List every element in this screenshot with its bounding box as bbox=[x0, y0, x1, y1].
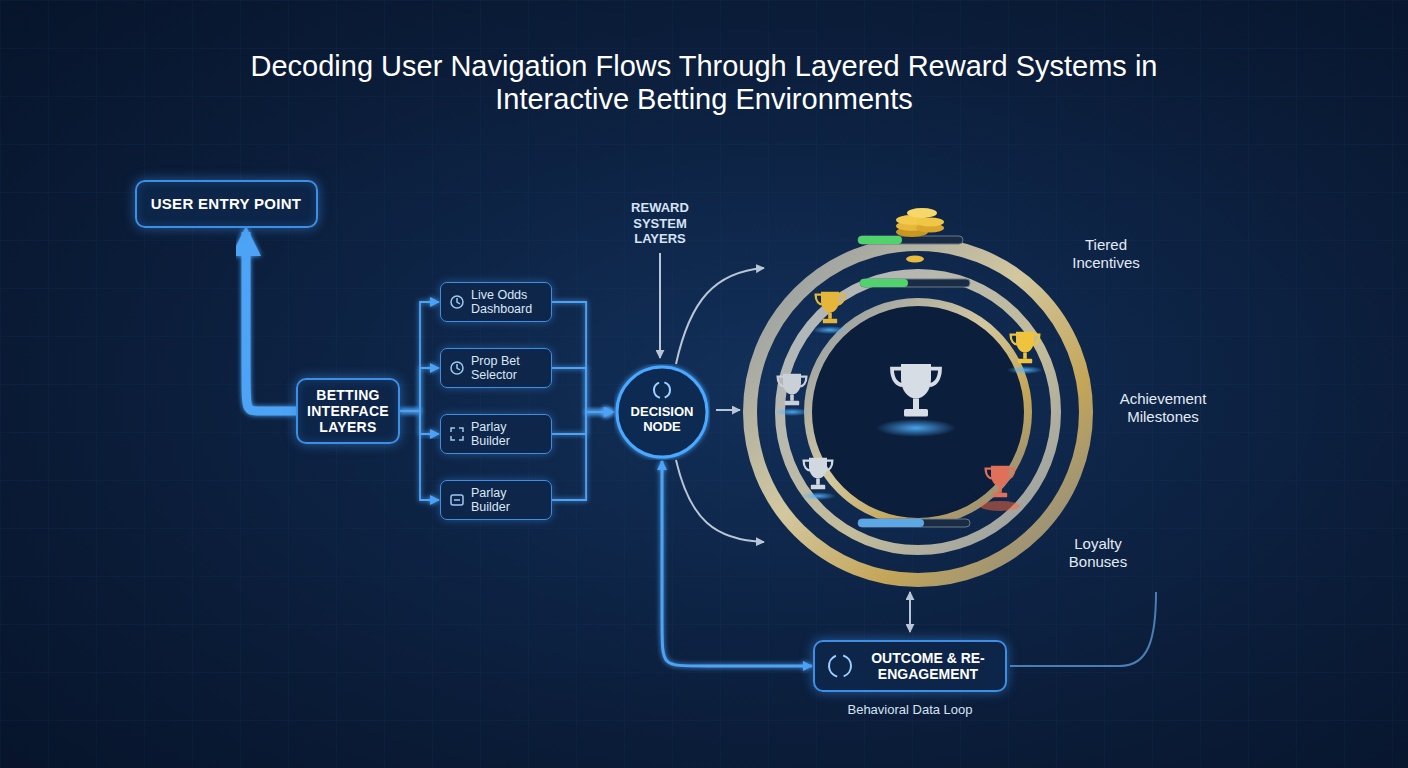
decision-circle-shape bbox=[617, 367, 707, 457]
connector-arrow bbox=[552, 368, 613, 412]
ring-label: Tiered Incentives bbox=[1064, 236, 1148, 272]
trophy bbox=[1011, 332, 1040, 364]
progress-fill bbox=[858, 519, 924, 527]
double-arrow bbox=[909, 592, 911, 632]
trophy bbox=[816, 292, 845, 324]
trophy bbox=[778, 374, 807, 406]
progress-fill bbox=[860, 279, 908, 287]
interface-option: Parlay Builder bbox=[440, 480, 552, 520]
inner-ring bbox=[808, 302, 1028, 522]
title: Decoding User Navigation Flows Through L… bbox=[234, 50, 1174, 117]
coin-stack bbox=[896, 208, 944, 263]
icon bbox=[449, 294, 465, 310]
node-text: BETTING INTERFACE LAYERS bbox=[306, 387, 390, 435]
node-text: Parlay Builder bbox=[471, 486, 545, 515]
node-text: Parlay Builder bbox=[471, 420, 545, 449]
node-text: USER ENTRY POINT bbox=[151, 195, 302, 212]
flow-arrow bbox=[676, 268, 764, 364]
loop-label: Behavioral Data Loop bbox=[810, 702, 1010, 718]
interface-option: Parlay Builder bbox=[440, 414, 552, 454]
trophies bbox=[774, 292, 1043, 511]
cycle-icon bbox=[829, 655, 851, 676]
progress-track bbox=[858, 519, 970, 527]
node-text: Prop Bet Selector bbox=[471, 354, 545, 383]
title-area: Decoding User Navigation Flows Through L… bbox=[234, 50, 1174, 117]
progress-bars bbox=[858, 236, 970, 527]
connector-arrow bbox=[400, 368, 439, 411]
entry-box: USER ENTRY POINT bbox=[135, 180, 318, 228]
connector-arrow bbox=[400, 302, 439, 411]
trophy-platform bbox=[876, 419, 956, 437]
progress-fill bbox=[858, 236, 902, 244]
node-text: OUTCOME & RE-ENGAGEMENT bbox=[861, 650, 995, 682]
coin bbox=[906, 256, 924, 263]
connector-arrow bbox=[552, 302, 613, 412]
trophy bbox=[804, 458, 833, 490]
outer-ring bbox=[750, 244, 1086, 580]
node-text: DECISION NODE bbox=[622, 405, 702, 435]
connector-arrow bbox=[246, 232, 296, 411]
icon bbox=[825, 651, 855, 681]
interface-option: Prop Bet Selector bbox=[440, 348, 552, 388]
connector-arrow bbox=[400, 411, 439, 500]
cycle-icon bbox=[654, 382, 670, 397]
ring-label: Loyalty Bonuses bbox=[1056, 535, 1140, 571]
flow-arrow bbox=[676, 460, 764, 542]
section-label: REWARD SYSTEM LAYERS bbox=[612, 200, 708, 247]
flow-arrow bbox=[716, 409, 740, 411]
progress-track bbox=[860, 279, 970, 287]
reward-rings bbox=[750, 244, 1086, 580]
ring-label: Achievement Milestones bbox=[1104, 390, 1222, 426]
interface-option: Live Odds Dashboard bbox=[440, 282, 552, 322]
central-trophy bbox=[892, 364, 940, 417]
flow-arrows bbox=[660, 253, 1156, 666]
connector-arrow bbox=[552, 412, 613, 434]
connector-arrow bbox=[552, 412, 613, 500]
connector-arrow bbox=[662, 461, 812, 666]
icon bbox=[449, 360, 465, 376]
icon bbox=[449, 426, 465, 442]
loop-line bbox=[1010, 592, 1156, 666]
trophy bbox=[986, 466, 1015, 498]
outcome-box: OUTCOME & RE-ENGAGEMENT bbox=[813, 640, 1007, 692]
icon bbox=[449, 492, 465, 508]
leader-arrow bbox=[659, 253, 661, 358]
interface-box: BETTING INTERFACE LAYERS bbox=[296, 378, 400, 444]
node-text: Live Odds Dashboard bbox=[471, 288, 545, 317]
middle-ring bbox=[780, 274, 1056, 550]
decision-circle: DECISION NODE bbox=[614, 364, 710, 460]
progress-track bbox=[858, 236, 963, 244]
